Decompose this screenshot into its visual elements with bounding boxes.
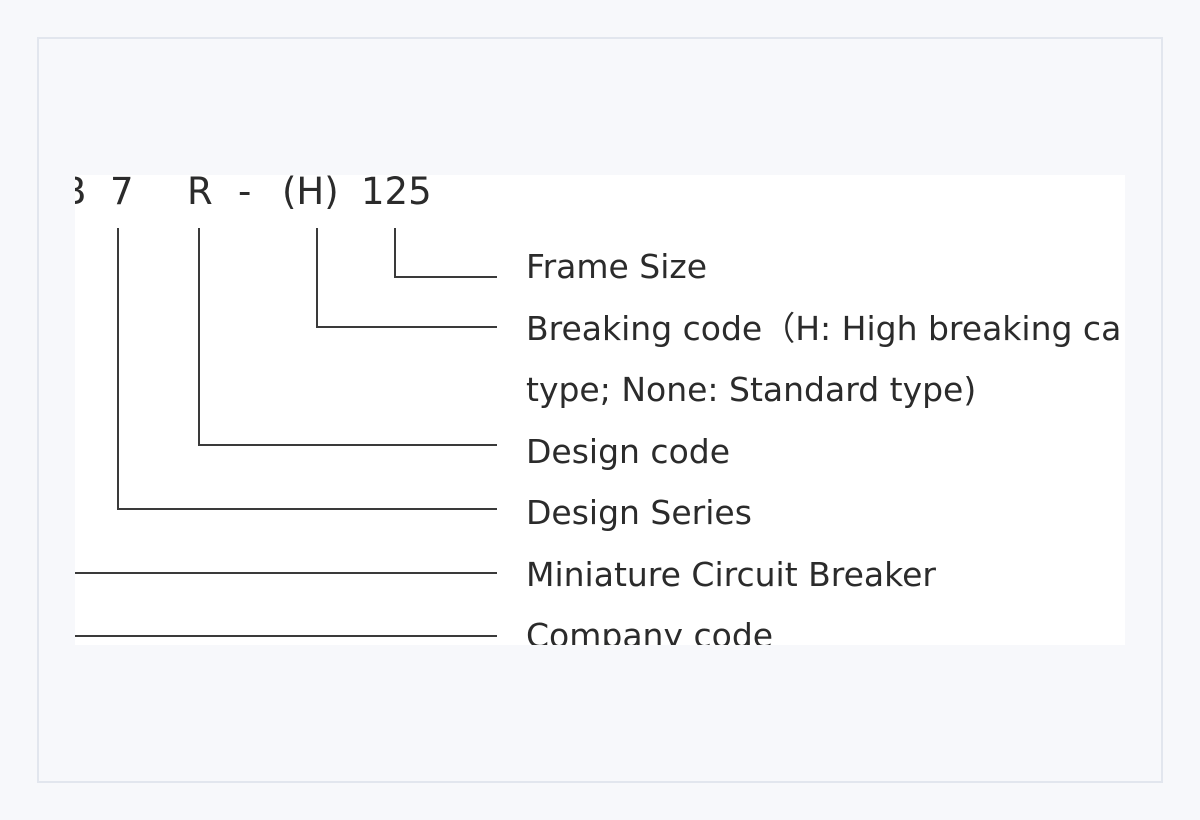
label-design-series: Design Series xyxy=(526,493,752,532)
leader-frame-size xyxy=(394,228,497,278)
leader-breaking-code xyxy=(316,228,497,328)
code-char-frame-size: 125 xyxy=(361,175,432,213)
leader-design-code xyxy=(198,228,497,446)
code-char-breaking: (H) xyxy=(282,175,339,213)
label-design-code: Design code xyxy=(526,432,730,471)
label-breaking-code-line1: Breaking code（H: High breaking ca xyxy=(526,309,1121,348)
label-frame-size: Frame Size xyxy=(526,247,707,286)
code-char-design: R xyxy=(187,175,213,213)
label-miniature-circuit-breaker: Miniature Circuit Breaker xyxy=(526,555,936,594)
code-char-b: B xyxy=(75,175,86,213)
label-company-code: Company code xyxy=(526,616,773,645)
model-code-diagram: B 7 R - (H) 125 Frame Size Breaking code… xyxy=(75,175,1125,645)
leader-design-series xyxy=(117,228,497,510)
label-breaking-code-line2: type; None: Standard type) xyxy=(526,370,976,409)
code-char-dash: - xyxy=(238,175,251,213)
diagram-canvas: B 7 R - (H) 125 Frame Size Breaking code… xyxy=(75,175,1121,645)
code-char-series: 7 xyxy=(110,175,134,213)
